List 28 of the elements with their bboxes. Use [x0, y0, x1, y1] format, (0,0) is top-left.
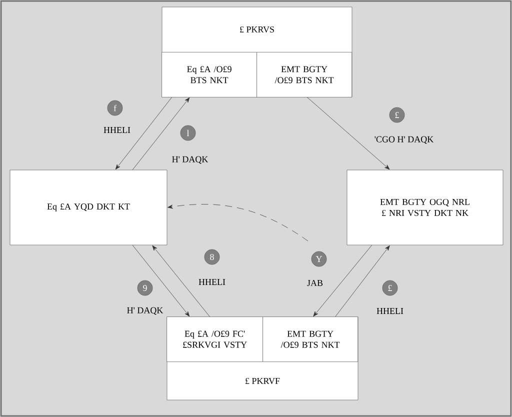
edge-label: HHELI: [376, 308, 404, 314]
number-badge: f: [107, 100, 123, 116]
arrow: [168, 204, 308, 242]
number-badge: £: [382, 280, 398, 296]
process-box: Eq £A YQD DKT KT: [10, 170, 168, 246]
edge-label: H' DAQK: [127, 307, 164, 315]
edge-label: HHELI: [104, 127, 130, 133]
arrow: [152, 245, 210, 317]
number-badge: l: [180, 125, 196, 141]
number-badge: Y: [311, 251, 327, 267]
edge-label: JAB: [307, 280, 323, 286]
arrow: [335, 245, 390, 317]
edge-label: H' DAQK: [172, 156, 208, 164]
arrow: [115, 97, 172, 170]
number-badge: £: [389, 107, 405, 123]
arrow: [313, 245, 372, 317]
edge-label: HHELI: [198, 279, 226, 285]
number-badge: 9: [137, 280, 153, 296]
table-cell: Eq £A /O£9 FC' £SRKVGI VSTY: [166, 316, 263, 362]
table-cell: EMT BGTY /O£9 BTS NKT: [262, 316, 358, 362]
edge-label: 'CGO H' DAQK: [374, 136, 434, 144]
arrow: [132, 97, 190, 170]
table-cell: Eq £A /O£9 BTS NKT: [162, 52, 257, 98]
number-badge: 8: [204, 249, 220, 265]
arrow: [132, 245, 190, 317]
table-cell: EMT BGTY /O£9 BTS NKT: [256, 52, 352, 98]
arrow: [306, 97, 390, 170]
process-box: EMT BGTY OGQ NRL £ NRI VSTY DKT NK: [346, 170, 504, 246]
